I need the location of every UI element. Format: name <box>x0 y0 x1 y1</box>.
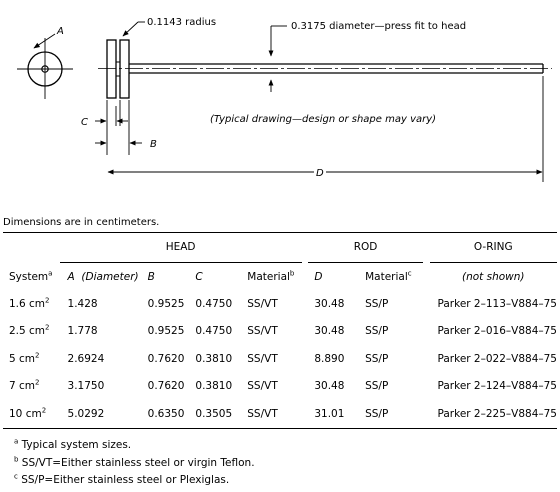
head-disk-1 <box>106 39 117 99</box>
table-row: 5 cm2 2.6924 0.7620 0.3810 SS/VT 8.890 S… <box>9 351 557 365</box>
end-view <box>17 33 73 99</box>
group-header-row: HEAD ROD O-RING <box>3 232 557 263</box>
footnote-c: c SS/P=Either stainless steel or Plexigl… <box>14 472 230 486</box>
footnotes: a Typical system sizes. b SS/VT=Either s… <box>14 437 255 490</box>
footnote-a: a Typical system sizes. <box>14 437 132 451</box>
col-c: C <box>195 270 203 283</box>
label-a: A <box>56 26 64 37</box>
label-c: C <box>81 117 88 128</box>
group-rod: ROD <box>308 232 423 263</box>
table-row: 10 cm2 5.0292 0.6350 0.3505 SS/VT 31.01 … <box>3 400 557 429</box>
group-head: HEAD <box>59 232 302 263</box>
dimensions-table: HEAD ROD O-RING Systema A (Diameter) B C… <box>3 232 557 429</box>
head-disk-2 <box>119 39 130 99</box>
col-d: D <box>314 270 323 283</box>
column-header-row: Systema A (Diameter) B C Materialb D Mat… <box>3 263 557 290</box>
label-d: D <box>316 168 324 179</box>
label-b: B <box>150 139 157 150</box>
leader-a <box>33 33 56 49</box>
col-system: Systema <box>9 269 53 283</box>
drawing-caption: (Typical drawing—design or shape may var… <box>210 114 436 125</box>
table-row: 7 cm2 3.1750 0.7620 0.3810 SS/VT 30.48 S… <box>9 378 557 393</box>
diameter-callout: 0.3175 diameter—press fit to head <box>291 21 466 32</box>
table-row: 1.6 cm2 1.428 0.9525 0.4750 SS/VT 30.48 … <box>9 296 557 310</box>
dimension-c-b <box>95 76 544 182</box>
radius-callout: 0.1143 radius <box>147 17 216 28</box>
col-head-material: Materialb <box>247 269 295 283</box>
rod <box>98 63 552 74</box>
col-rod-material: Materialc <box>365 269 412 283</box>
table-row: 2.5 cm2 1.778 0.9525 0.4750 SS/VT 30.48 … <box>9 323 557 338</box>
col-b: B <box>147 270 155 283</box>
col-oring: (not shown) <box>461 270 525 283</box>
footnote-b: b SS/VT=Either stainless steel or virgin… <box>14 455 255 469</box>
col-a-diameter: A (Diameter) <box>67 270 139 283</box>
head-side-view <box>106 39 130 99</box>
units-note: Dimensions are in centimeters. <box>3 217 160 228</box>
piston-technical-drawing: A 0.1143 radius 0.3175 diameter—press fi… <box>17 17 552 182</box>
group-oring: O-RING <box>429 232 557 263</box>
leader-radius <box>122 21 139 37</box>
